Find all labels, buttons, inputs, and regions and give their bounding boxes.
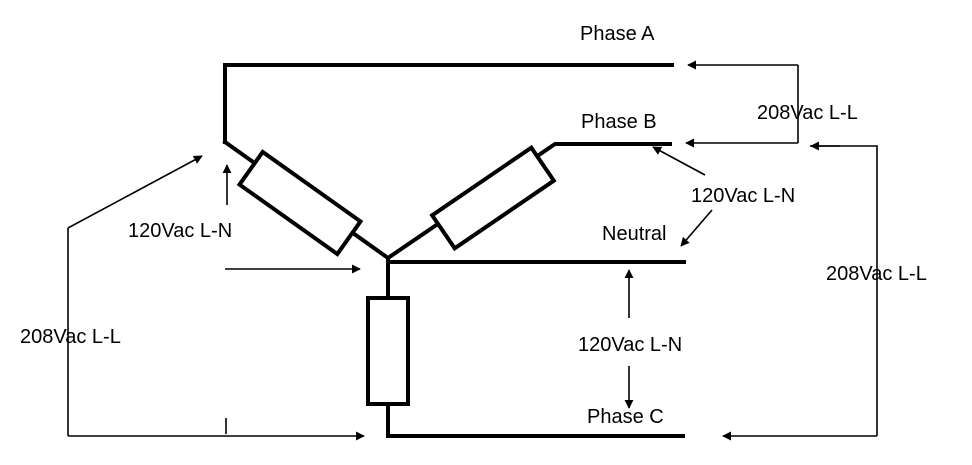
ll-ab-label: 208Vac L-L <box>757 102 858 124</box>
phase-b-label: Phase B <box>581 111 657 133</box>
neutral-wire <box>386 256 686 264</box>
ll-ac-label: 208Vac L-L <box>20 326 121 348</box>
ll-bc-bracket <box>810 145 878 436</box>
phase-a-winding <box>236 149 364 257</box>
phase-a-label: Phase A <box>580 23 655 45</box>
phase-b-winding <box>429 144 557 252</box>
neutral-label: Neutral <box>602 223 666 245</box>
ln-b-label: 120Vac L-N <box>691 185 795 207</box>
phase-c-label: Phase C <box>587 406 664 428</box>
phase-a-wire <box>223 63 674 144</box>
ln-a-label: 120Vac L-N <box>128 220 232 242</box>
ll-ac-arrow-a <box>67 155 203 229</box>
ln-c-label: 120Vac L-N <box>578 334 682 356</box>
ln-b-arrow-down <box>680 209 713 247</box>
ll-bc-label: 208Vac L-L <box>826 263 927 285</box>
ln-b-arrow-up <box>652 146 706 176</box>
phase-c-winding <box>366 296 410 406</box>
